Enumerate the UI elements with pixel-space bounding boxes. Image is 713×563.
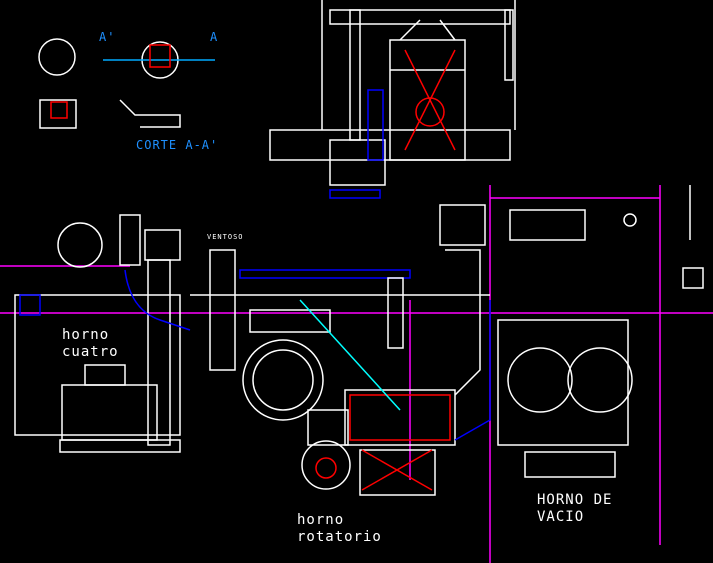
label-small-tag: VENTOSO <box>207 233 244 241</box>
label-section-a: A <box>210 30 219 44</box>
rotary-cyan <box>299 299 401 411</box>
label-horno-cuatro: horno cuatro <box>62 327 119 360</box>
label-corte: CORTE A-A' <box>136 138 219 152</box>
horno-rotatorio <box>242 204 486 496</box>
rotary-blue <box>454 300 491 441</box>
corte-red <box>50 44 171 119</box>
tower <box>269 0 516 186</box>
horno-cuatro-blue <box>19 269 411 331</box>
horno-vacio <box>497 185 704 478</box>
label-horno-rotatorio: horno rotatorio <box>297 512 382 545</box>
corte-detail <box>38 38 181 129</box>
conveyor <box>190 294 490 333</box>
horno-cuatro <box>14 214 236 453</box>
tower-blue <box>329 89 384 199</box>
label-section-a-prime: A' <box>99 30 116 44</box>
label-horno-vacio: HORNO DE VACIO <box>537 492 613 525</box>
tower-red <box>404 49 456 151</box>
rotary-red <box>315 394 451 491</box>
